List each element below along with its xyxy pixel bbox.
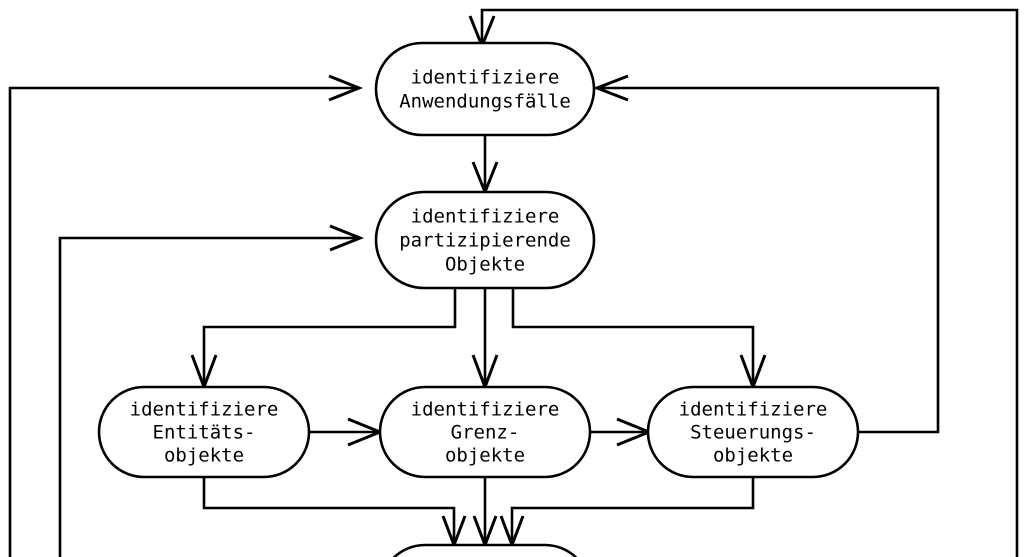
- edge-boundary-to-bottom: [472, 478, 498, 550]
- edge-participating-to-entity: [190, 288, 457, 392]
- node-control-objects-label-line1: identifiziere: [679, 399, 828, 421]
- node-control-objects-shape: [646, 385, 860, 479]
- node-boundary-objects-label-line3: objekte: [445, 445, 525, 467]
- node-use-cases-label-line1: identifiziere: [411, 67, 560, 89]
- node-entity-objects-label-line2: Entitäts-: [153, 422, 256, 444]
- node-use-cases[interactable]: identifiziere Anwendungsfälle: [374, 41, 596, 137]
- edge-control-feedback-to-usecases: [592, 74, 940, 434]
- node-boundary-objects-label-line1: identifiziere: [411, 399, 560, 421]
- node-boundary-objects-shape: [378, 385, 592, 479]
- node-control-objects[interactable]: identifiziere Steuerungs- objekte: [646, 385, 860, 479]
- node-participating-objects-label-line3: Objekte: [445, 254, 525, 276]
- node-control-objects-label-line2: Steuerungs-: [690, 422, 816, 444]
- edge-entity-to-boundary: [310, 417, 384, 447]
- node-boundary-objects-label-line2: Grenz-: [451, 422, 520, 444]
- edge-participating-to-boundary: [471, 288, 499, 392]
- node-entity-objects-label-line3: objekte: [164, 445, 244, 467]
- node-bottom-partial[interactable]: [380, 543, 590, 557]
- node-participating-objects-shape: [374, 190, 596, 290]
- node-use-cases-shape: [374, 41, 596, 137]
- edge-control-to-bottom: [499, 478, 755, 550]
- node-participating-objects-label-line1: identifiziere: [411, 206, 560, 228]
- node-entity-objects[interactable]: identifiziere Entitäts- objekte: [97, 385, 311, 479]
- edge-offscreen-feedback-left-to-participating: [58, 224, 365, 557]
- edge-usecases-to-participating: [471, 136, 499, 197]
- node-boundary-objects[interactable]: identifiziere Grenz- objekte: [378, 385, 592, 479]
- node-control-objects-label-line3: objekte: [713, 445, 793, 467]
- node-bottom-partial-shape: [392, 543, 578, 557]
- node-participating-objects[interactable]: identifiziere partizipierende Objekte: [374, 190, 596, 290]
- node-entity-objects-label-line1: identifiziere: [130, 399, 279, 421]
- edge-offscreen-feedback-left-to-usecases: [8, 74, 364, 557]
- edge-boundary-to-control: [591, 417, 653, 447]
- node-use-cases-label-line2: Anwendungsfälle: [399, 91, 571, 113]
- node-entity-objects-shape: [97, 385, 311, 479]
- edge-participating-to-control: [511, 288, 767, 392]
- edge-entity-to-bottom: [202, 478, 467, 550]
- node-participating-objects-label-line2: partizipierende: [399, 230, 571, 252]
